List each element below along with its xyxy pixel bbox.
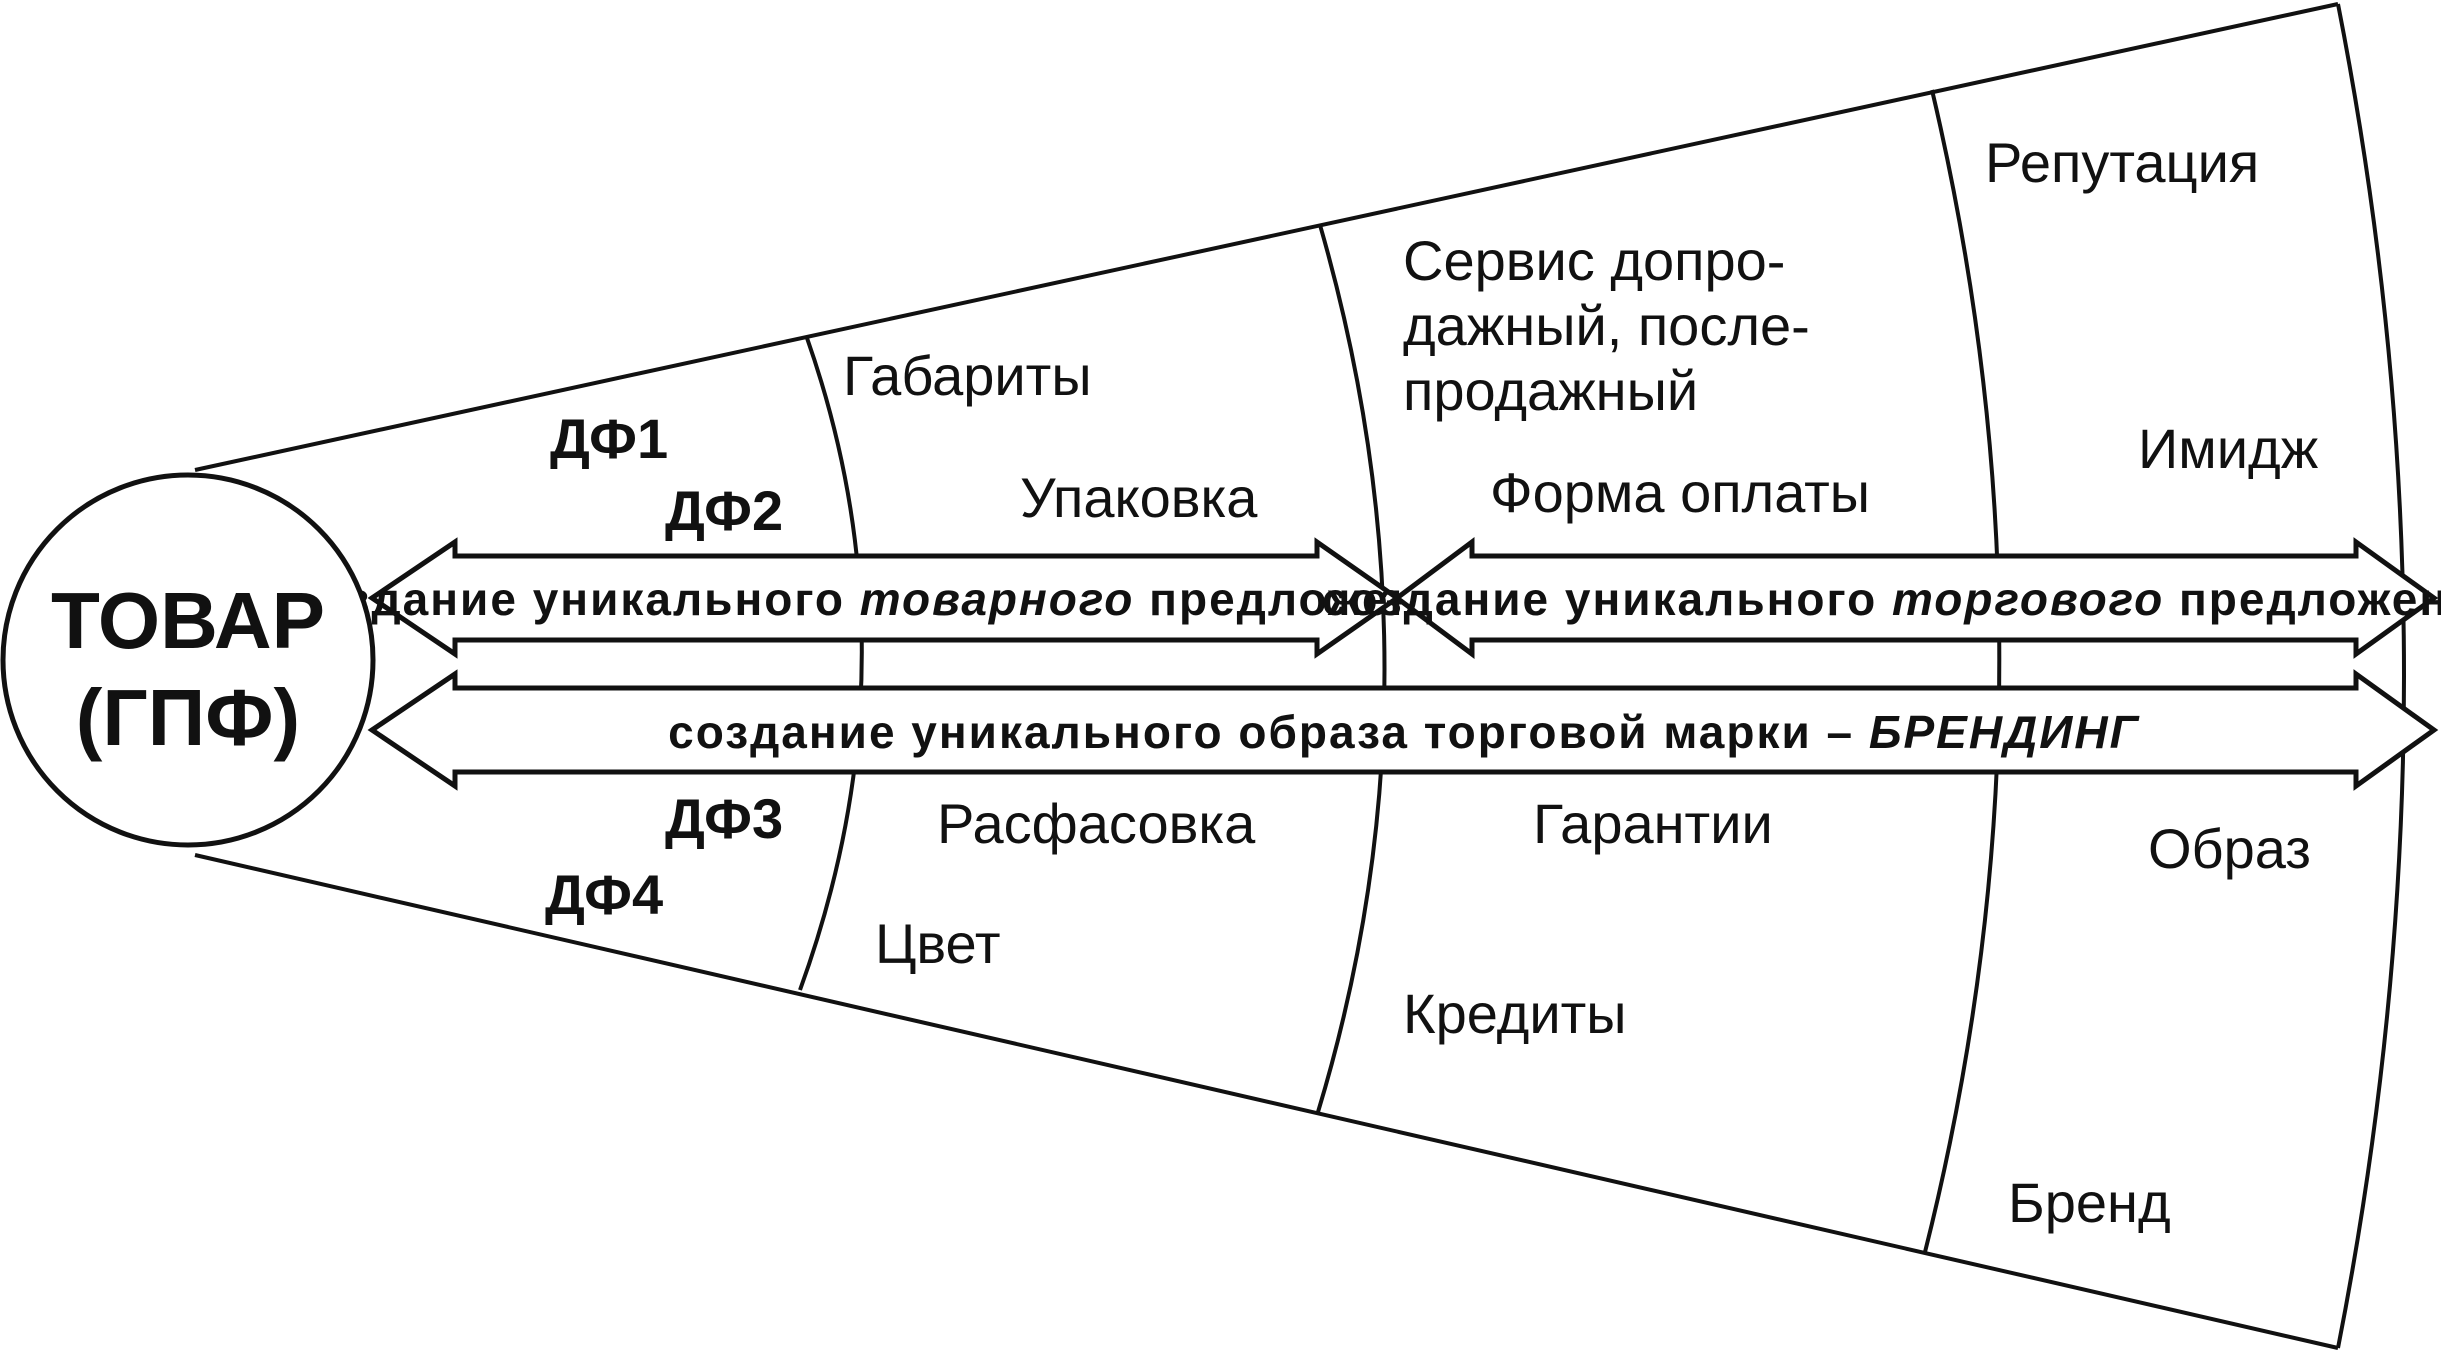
arrow-branding-text: создание уникального образа торговой мар… <box>668 706 2140 758</box>
fan-outer-arc <box>2336 3 2406 1349</box>
trade-offer-prefix: создание уникального <box>1322 573 1892 625</box>
fan-top-edge <box>194 2 2339 472</box>
zone-divider-3 <box>1923 89 2002 1253</box>
zone2-label-credits: Кредиты <box>1403 982 1627 1045</box>
zone2-label-warranty: Гарантии <box>1533 792 1773 855</box>
zone2-label-service-line3: продажный <box>1403 359 1698 422</box>
zone2-label-service-line1: Сервис допро- <box>1403 229 1785 292</box>
arrow-trade-offer: создание уникального торгового предложен… <box>1322 537 2441 659</box>
label-df4: ДФ4 <box>545 863 663 926</box>
zone3-label-reputation: Репутация <box>1985 131 2259 194</box>
label-df3: ДФ3 <box>665 787 783 850</box>
arrow-branding-shape <box>367 669 2439 791</box>
arrow-product-offer-text: создание уникального товарного предложен… <box>290 573 1479 625</box>
arrow-trade-offer-shape <box>1392 537 2439 659</box>
label-df1: ДФ1 <box>550 407 668 470</box>
zone1-label-packaging: Упаковка <box>1020 466 1258 529</box>
product-circle <box>0 472 376 848</box>
arrow-branding: создание уникального образа торговой мар… <box>367 669 2439 791</box>
zone1-label-color: Цвет <box>875 912 1000 975</box>
product-subtitle: (ГПФ) <box>76 673 300 762</box>
fan-outline <box>194 2 2406 1350</box>
zone1-label-portioning: Расфасовка <box>937 792 1256 855</box>
fan-bottom-edge <box>194 853 2339 1350</box>
label-df2: ДФ2 <box>665 479 783 542</box>
zone-divider-2 <box>1316 224 1387 1113</box>
trade-offer-emph: торгового <box>1892 573 2164 625</box>
branding-prefix: создание уникального образа торговой мар… <box>668 706 1869 758</box>
product-title: ТОВАР <box>51 576 325 665</box>
product-node: ТОВАР (ГПФ) <box>0 472 376 848</box>
product-offer-prefix: создание уникального <box>290 573 860 625</box>
arrow-product-offer: создание уникального товарного предложен… <box>290 537 1479 659</box>
zone2-label-service-line2: дажный, после- <box>1403 294 1810 357</box>
trade-offer-suffix: предложения <box>2164 573 2441 625</box>
zone3-label-look: Образ <box>2148 817 2311 880</box>
branding-emph: БРЕНДИНГ <box>1869 706 2140 758</box>
zone1-label-dimensions: Габариты <box>843 344 1092 407</box>
zone3-label-image: Имидж <box>2138 417 2319 480</box>
zone3-label-brand: Бренд <box>2008 1171 2171 1234</box>
zone2-label-payment: Форма оплаты <box>1490 461 1870 524</box>
product-offer-emph: товарного <box>860 573 1135 625</box>
zone-divider-1 <box>798 337 864 991</box>
arrow-trade-offer-text: создание уникального торгового предложен… <box>1322 573 2441 625</box>
